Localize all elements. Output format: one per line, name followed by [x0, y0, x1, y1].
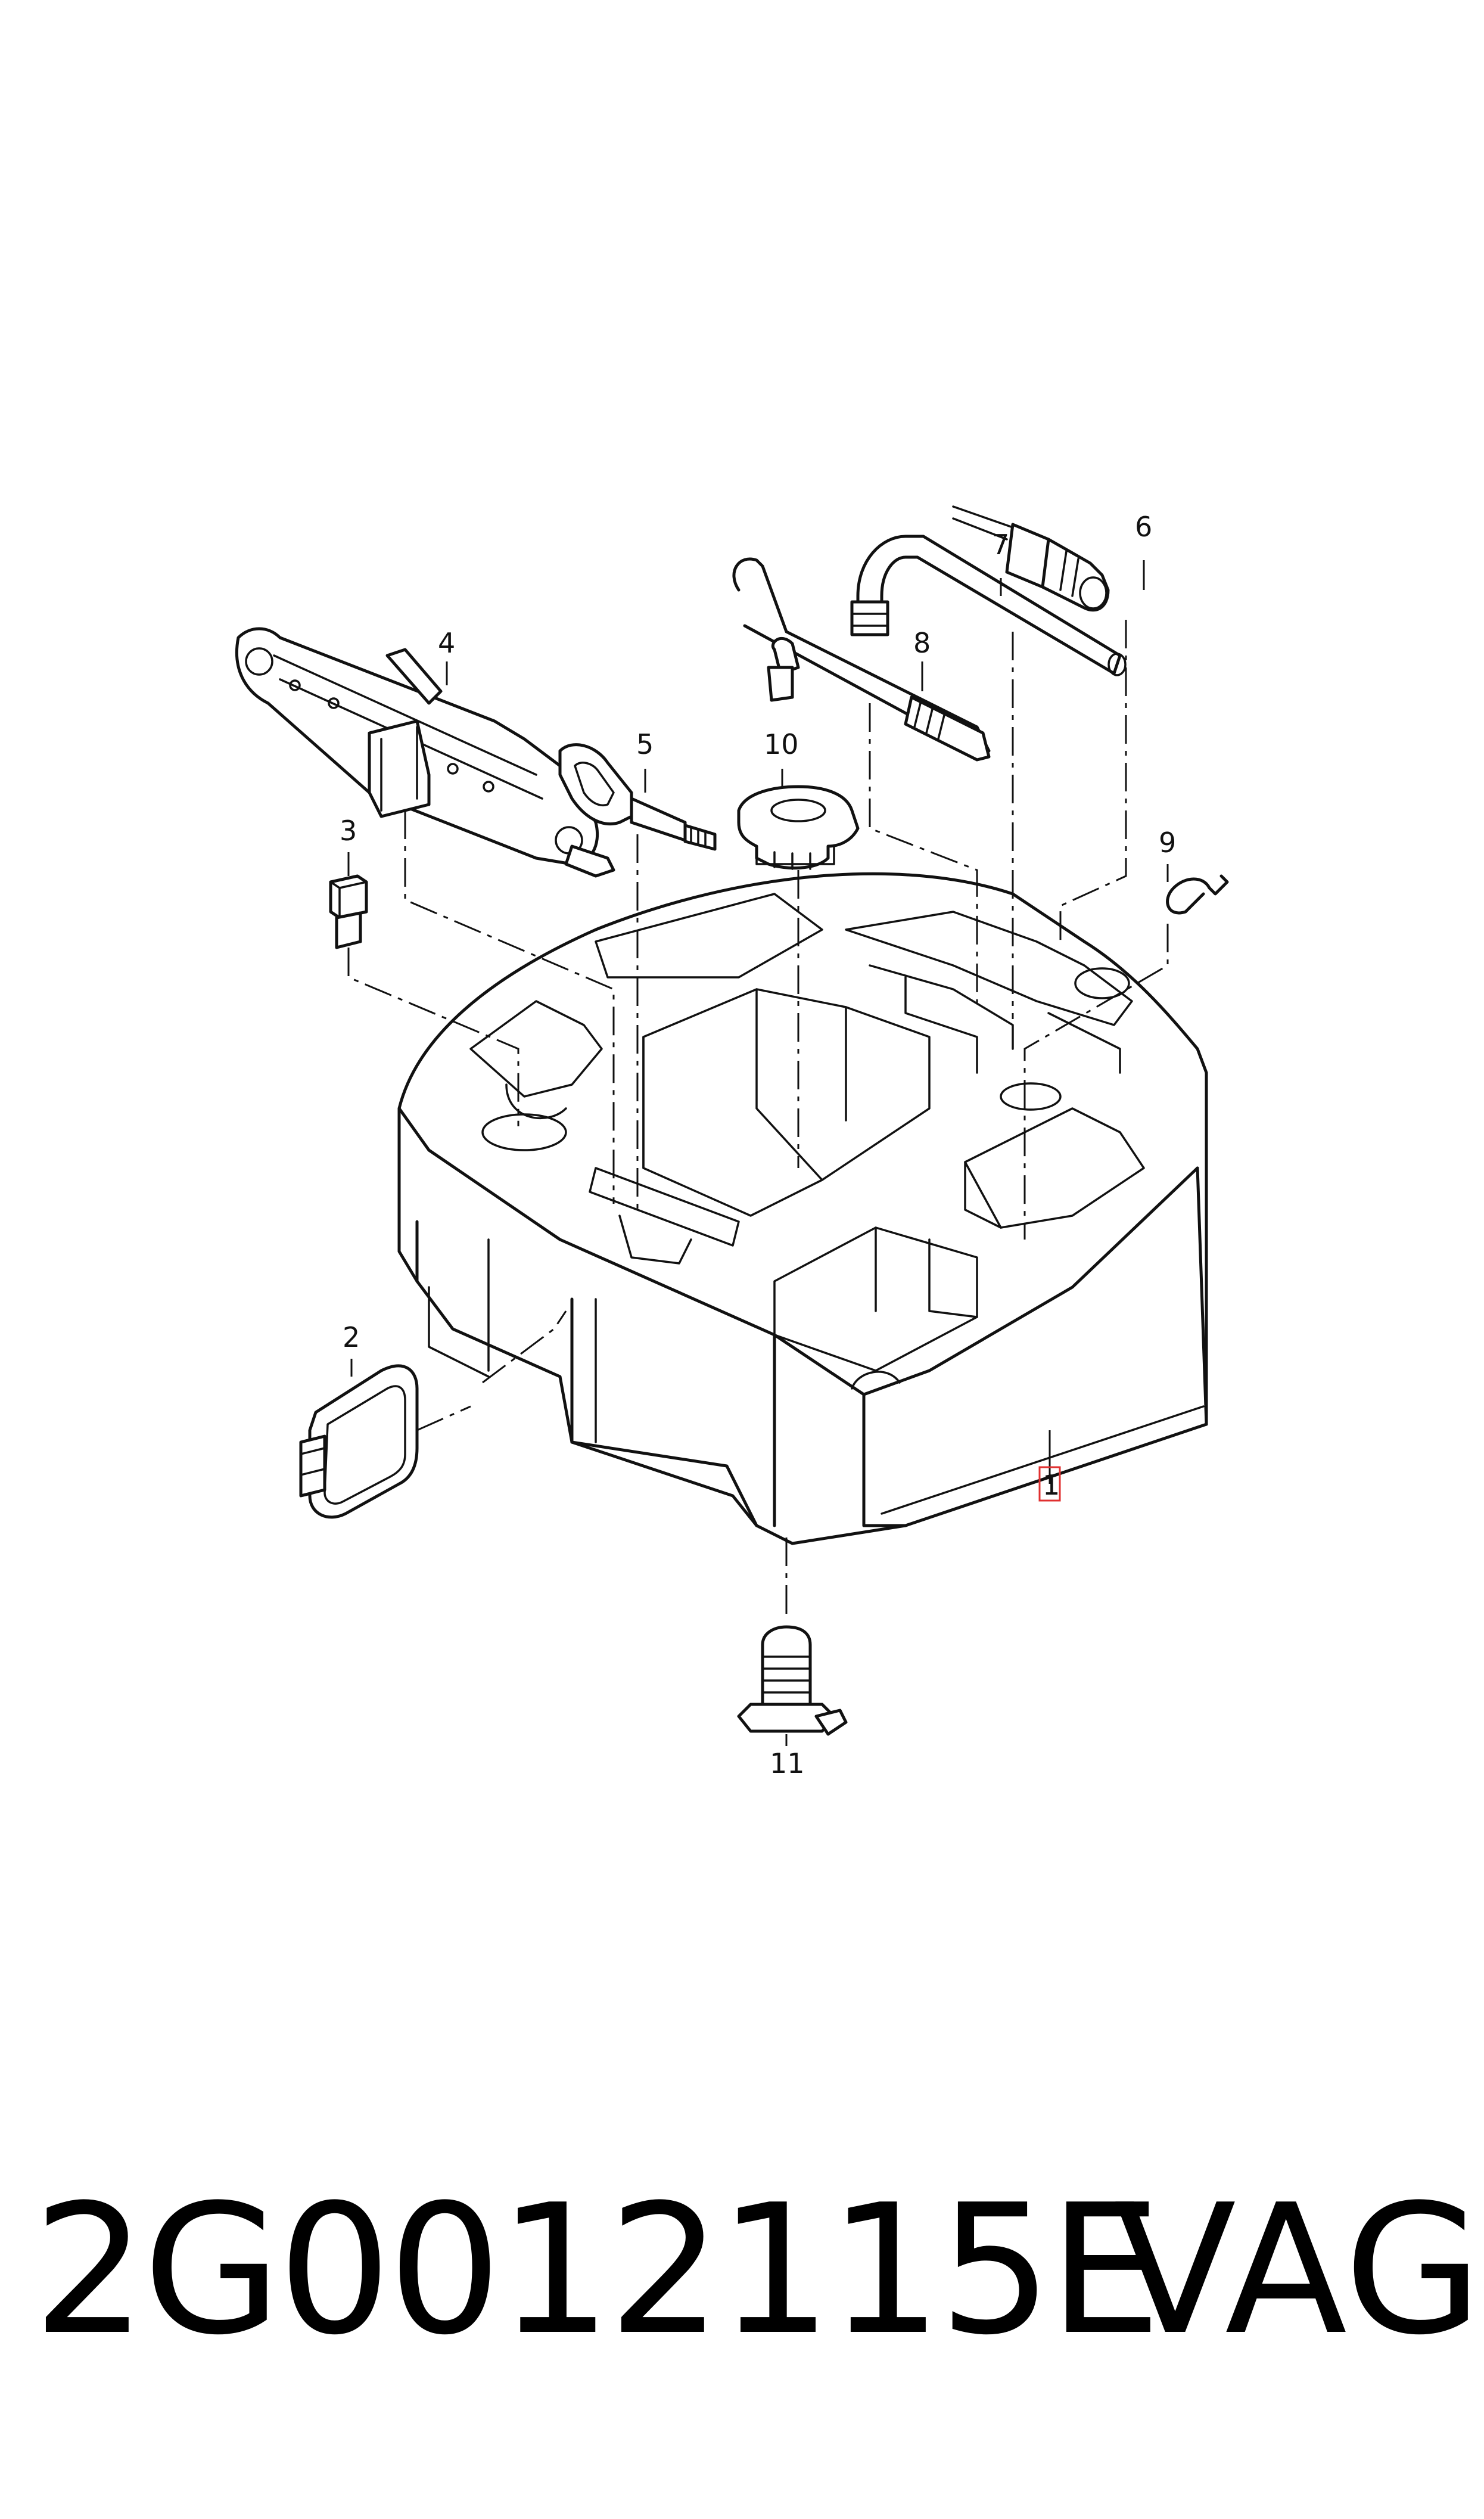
part-3-bolt — [329, 874, 368, 949]
part-9-spring-clip — [1166, 874, 1229, 915]
leader-lines — [347, 560, 1169, 1746]
part-2-cover — [299, 1364, 419, 1519]
callout-1: 1 — [1043, 1469, 1060, 1501]
callout-3: 3 — [340, 815, 357, 847]
callout-9: 9 — [1159, 827, 1176, 859]
callout-5: 5 — [636, 728, 654, 760]
part-7-wheel-wrench — [850, 535, 1127, 676]
part-number-label: 2G0012115E — [33, 2166, 1162, 2374]
callout-1-highlight-box — [1038, 1466, 1061, 1502]
part-11-retaining-bolt — [737, 1625, 848, 1736]
callout-11: 11 — [770, 1747, 805, 1779]
part-10-wing-knob — [737, 785, 860, 870]
part-5-towing-eye — [558, 743, 717, 851]
foam-tool-tray — [397, 872, 1208, 1545]
callout-10: 10 — [764, 728, 799, 760]
callout-8: 8 — [913, 627, 931, 659]
part-8-hook-tool — [732, 557, 991, 762]
brand-label: VAG — [1114, 2166, 1483, 2374]
part-4-scissor-jack — [235, 627, 615, 878]
callout-4: 4 — [438, 627, 455, 659]
callout-6: 6 — [1135, 511, 1152, 543]
part-6-socket-extension — [952, 505, 1110, 612]
callout-7: 7 — [992, 529, 1009, 561]
callout-labels: 4 5 10 8 7 6 9 3 2 1 11 — [340, 511, 1176, 1779]
callout-2: 2 — [343, 1321, 360, 1353]
assembly-lines — [347, 620, 1169, 1621]
